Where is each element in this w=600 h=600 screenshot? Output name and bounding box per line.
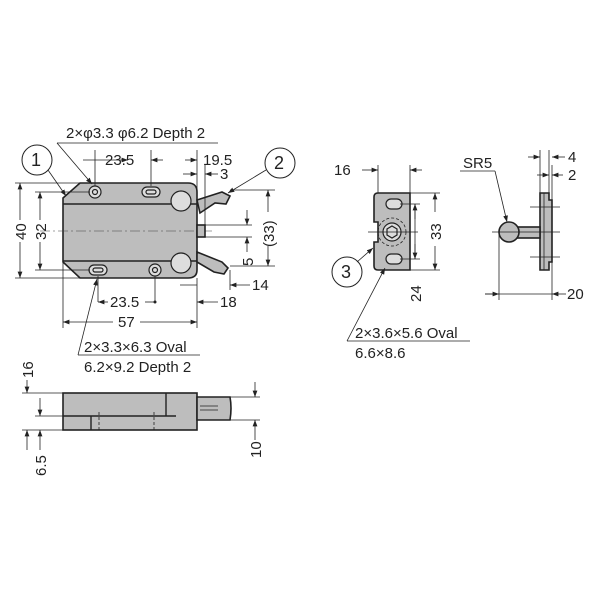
dim-thickness: 16 <box>20 361 37 378</box>
strike-oval-note-2: 6.6×8.6 <box>355 345 405 362</box>
dim-depth: 20 <box>567 286 584 303</box>
dim-height-outer: 40 <box>13 223 30 240</box>
callout-2: 2 <box>274 153 284 173</box>
pivot-circle <box>170 190 192 212</box>
catch-body <box>62 182 198 279</box>
dim-jaw-offset: 19.5 <box>203 152 232 169</box>
dim-4: 4 <box>568 149 576 166</box>
dim-rod: 10 <box>248 441 265 458</box>
dim-2: 2 <box>568 167 576 184</box>
dim-pin: 5 <box>240 258 257 266</box>
dim-jaw-span: (33) <box>261 220 278 247</box>
dim-strike-spacing: 24 <box>408 285 425 302</box>
strike-oval-note-1: 2×3.6×5.6 Oval <box>355 325 458 342</box>
oval-note-2: 6.2×9.2 Depth 2 <box>84 359 191 376</box>
lower-jaw <box>196 250 230 275</box>
catch-side-view: 16 6.5 10 <box>20 361 265 476</box>
strike-side-plate <box>539 192 553 271</box>
upper-jaw <box>196 191 232 215</box>
dim-top-spacing: 23.5 <box>105 152 134 169</box>
dim-18: 18 <box>220 294 237 311</box>
pin <box>196 224 206 238</box>
dim-14: 14 <box>252 277 269 294</box>
catch-front-view: 23.5 19.5 3 40 32 (33) 5 14 18 23.5 57 2… <box>13 125 296 376</box>
callout-3: 3 <box>341 262 351 282</box>
dim-jaw-gap: 3 <box>220 166 228 183</box>
dim-height-inner: 32 <box>33 223 50 240</box>
oval-hole <box>385 198 403 210</box>
dim-offset: 6.5 <box>33 455 50 476</box>
catch-side-body <box>62 392 198 431</box>
pivot-circle <box>170 252 192 274</box>
dim-strike-height: 33 <box>428 223 445 240</box>
hole-note: 2×φ3.3 φ6.2 Depth 2 <box>66 125 205 142</box>
oval-hole <box>385 253 403 265</box>
dim-strike-width: 16 <box>334 162 351 179</box>
strike-side-view: SR5 4 2 20 <box>460 149 584 303</box>
strike-front-view: 16 33 24 3 2×3.6×5.6 Oval 6.6×8.6 <box>331 162 470 362</box>
oval-note-1: 2×3.3×6.3 Oval <box>84 339 187 356</box>
ball-radius: SR5 <box>463 155 492 172</box>
dim-length: 57 <box>118 314 135 331</box>
callout-1: 1 <box>31 150 41 170</box>
dim-bottom-spacing: 23.5 <box>110 294 139 311</box>
catch-rod <box>196 396 232 421</box>
